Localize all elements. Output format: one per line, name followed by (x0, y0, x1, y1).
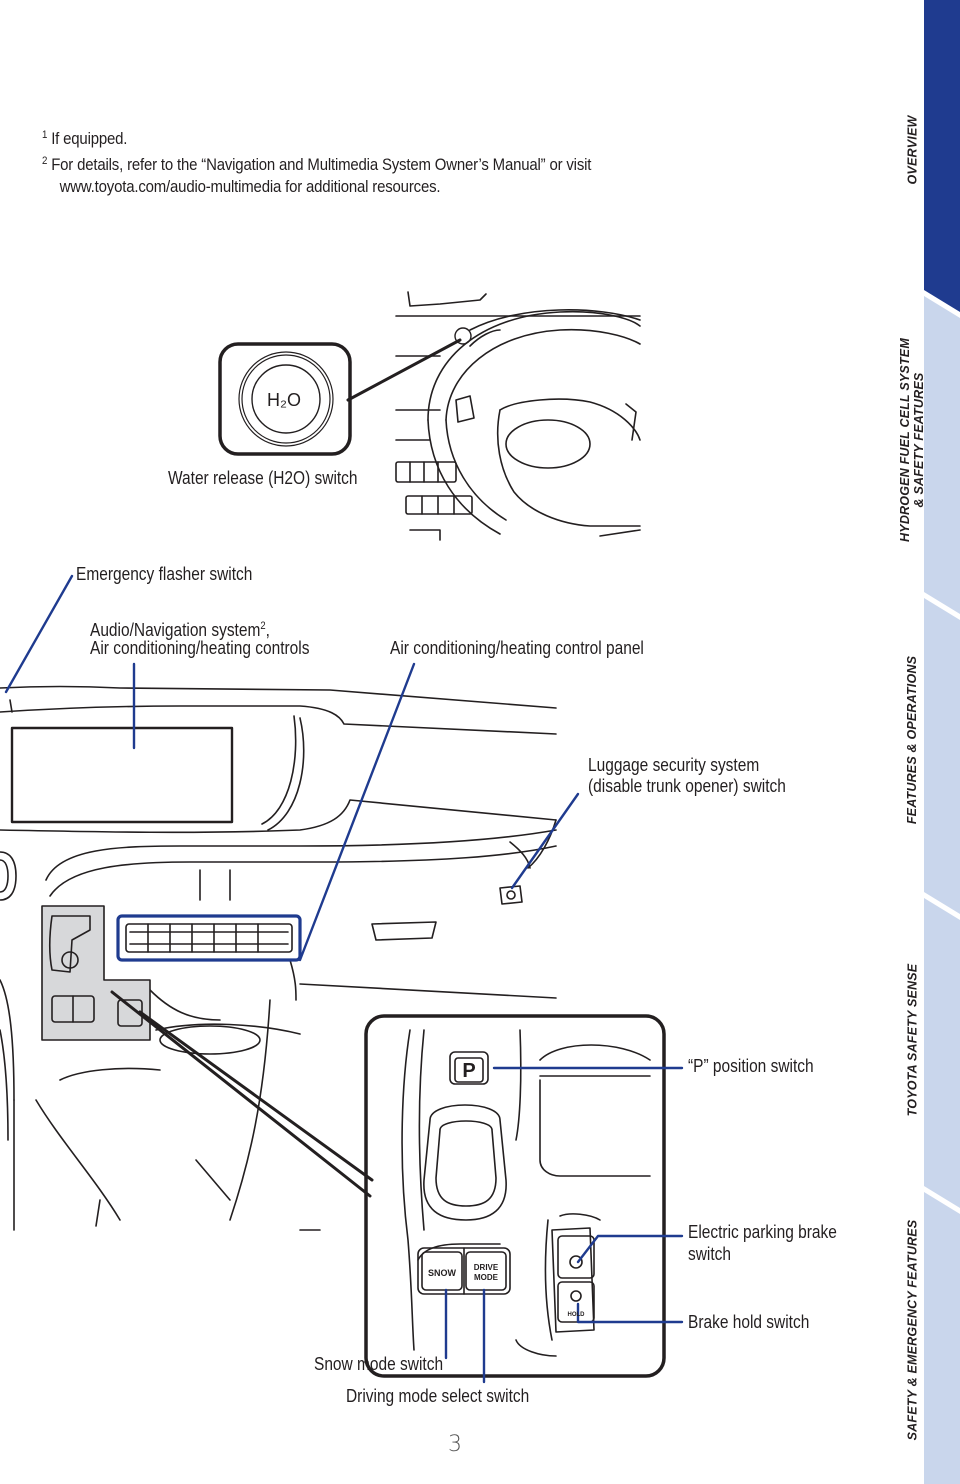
h2o-inset (218, 327, 472, 456)
tab-shape-tss (924, 898, 960, 1208)
snow-button-text: SNOW (428, 1268, 457, 1278)
page-number: 3 (448, 1432, 462, 1457)
label-emergency-flasher: Emergency flasher switch (76, 564, 253, 584)
tab-overview[interactable]: OVERVIEW (905, 115, 920, 185)
console-inset-frame (364, 1014, 666, 1378)
label-audio-navigation: Audio/Navigation system2, (90, 620, 270, 640)
callout-lines (4, 574, 684, 1384)
label-epb-1: Electric parking brake (688, 1222, 837, 1242)
tab-toyota-safety-sense[interactable]: TOYOTA SAFETY SENSE (905, 963, 920, 1117)
hold-button-text: HOLD (568, 1312, 586, 1318)
ac-panel-highlight (116, 914, 302, 962)
footnote-2: 2 For details, refer to the “Navigation … (42, 155, 592, 174)
label-ac-controls: Air conditioning/heating controls (90, 638, 310, 658)
tab-shape-hydrogen (924, 296, 960, 614)
tab-safety-emergency[interactable]: SAFETY & EMERGENCY FEATURES (905, 1219, 919, 1441)
dashboard-drawing (0, 685, 557, 1231)
tab-shape-overview (924, 0, 960, 312)
label-p-position: “P” position switch (688, 1056, 814, 1076)
label-luggage-security-2: (disable trunk opener) switch (588, 776, 786, 796)
label-ac-panel: Air conditioning/heating control panel (390, 638, 644, 658)
tab-shape-features (924, 598, 960, 914)
label-water-release: Water release (H2O) switch (168, 468, 358, 488)
tab-features-operations[interactable]: FEATURES & OPERATIONS (905, 655, 919, 825)
label-epb-2: switch (688, 1244, 732, 1264)
label-luggage-security-1: Luggage security system (588, 755, 760, 775)
tab-shape-safety (924, 1192, 960, 1484)
label-brake-hold: Brake hold switch (688, 1312, 810, 1332)
label-snow-mode: Snow mode switch (314, 1354, 444, 1374)
drive-button-text-2: MODE (474, 1273, 499, 1282)
label-drive-mode: Driving mode select switch (346, 1386, 530, 1406)
tab-hydrogen-fuel-cell[interactable]: HYDROGEN FUEL CELL SYSTEM& SAFETY FEATUR… (898, 338, 926, 542)
steering-wheel-drawing (395, 291, 641, 541)
footnote-1: 1 If equipped. (42, 129, 128, 148)
footnote-2-continuation: www.toyota.com/audio-multimedia for addi… (59, 177, 441, 196)
display-screen-drawing (10, 726, 234, 824)
console-inset-drawing (401, 1029, 651, 1357)
h2o-button-text: H₂O (267, 390, 301, 410)
p-button-text: P (462, 1060, 475, 1082)
tab-shapes (924, 0, 960, 1484)
footnotes: 1 If equipped. 2 For details, refer to t… (42, 124, 711, 198)
drive-button-text-1: DRIVE (474, 1263, 499, 1272)
section-tabs (924, 0, 960, 1484)
